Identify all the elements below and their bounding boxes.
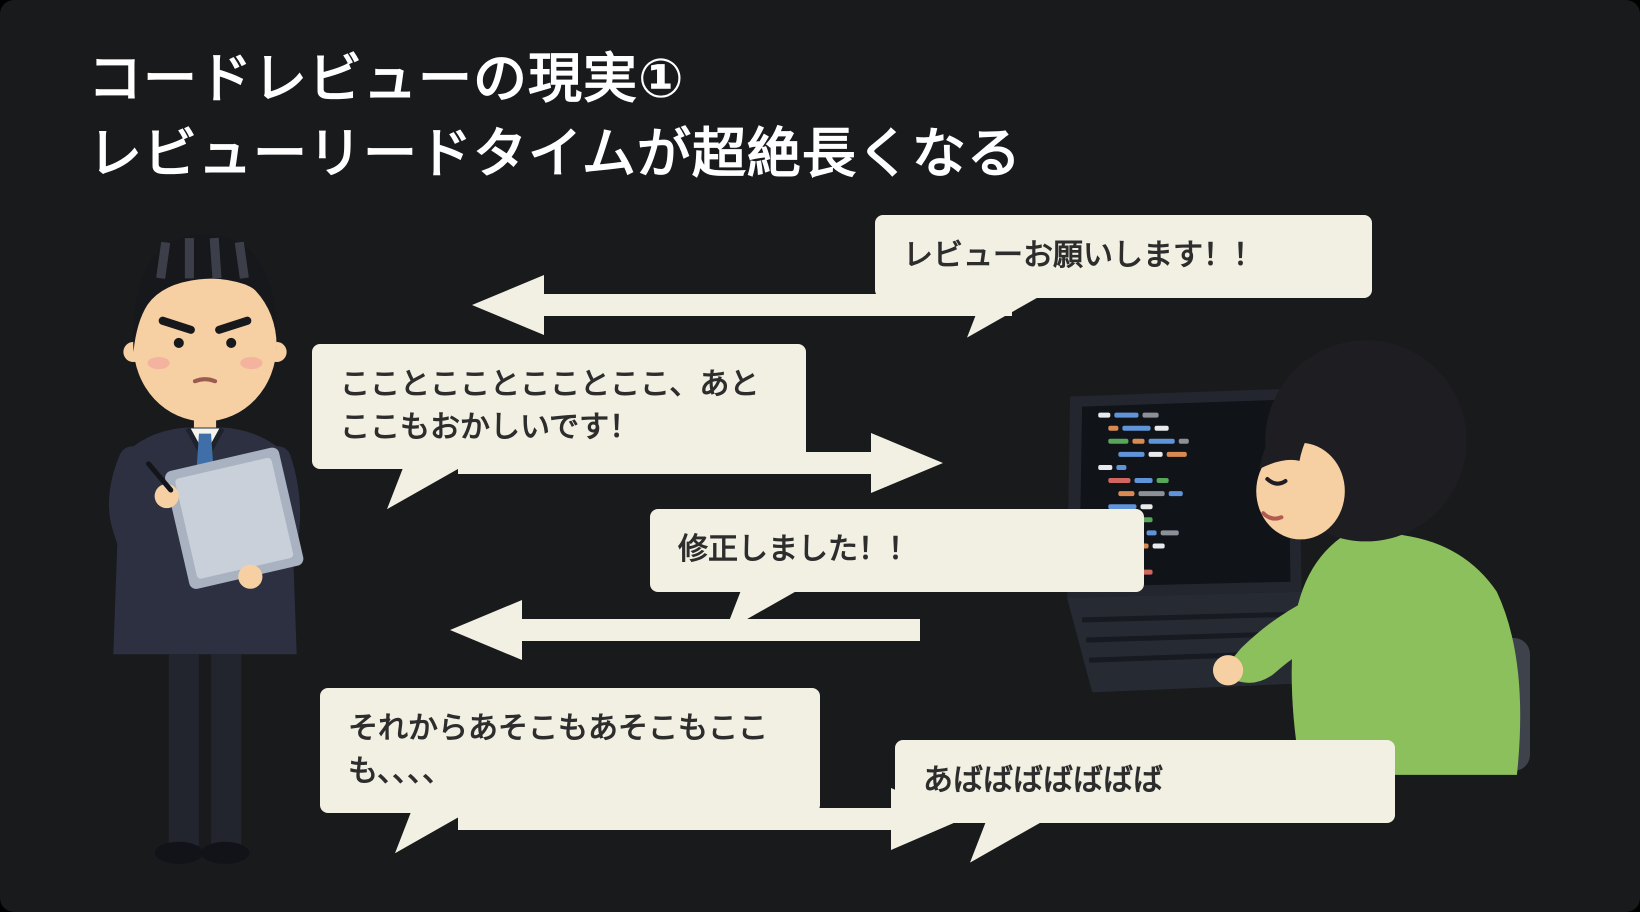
reviewer-hair-streak <box>234 241 249 279</box>
speech-bubble-tail <box>970 820 1044 863</box>
reviewer-illustration <box>108 234 304 864</box>
slide-title: コードレビューの現実① レビューリードタイムが超絶長くなる <box>88 47 1022 185</box>
reviewer-hair-streak <box>156 241 171 279</box>
reviewer-shoe-left <box>154 841 203 864</box>
arrow-left-review-request <box>472 275 1012 335</box>
speech-bubble-text: 修正しました！！ <box>678 532 918 567</box>
reviewer-eye-left <box>173 337 184 348</box>
speech-bubble-feedback-2: それからあそこもあそこもここ も、、、、 <box>320 688 820 854</box>
developer-mouth <box>1261 511 1284 521</box>
speech-bubble-text: あばばばばばばば <box>923 763 1163 798</box>
developer-face <box>1256 442 1345 540</box>
reviewer-eye-right <box>226 337 237 348</box>
speech-bubble-overwhelmed: あばばばばばばば <box>895 740 1395 863</box>
developer-illustration <box>1067 340 1530 775</box>
reviewer-blush-right <box>240 357 263 370</box>
reviewer-hair-streak <box>209 237 222 279</box>
speech-bubble-tail <box>387 467 461 510</box>
developer-eyebrow <box>1267 452 1292 461</box>
arrow-left-fix <box>450 600 920 660</box>
reviewer-eyebrow-right <box>215 316 252 334</box>
reviewer-clipboard <box>165 447 304 589</box>
reviewer-eyebrow-left <box>158 316 195 334</box>
reviewer-arm-right <box>108 446 179 546</box>
reviewer-shoe-right <box>200 841 250 864</box>
developer-hair-fringe <box>1259 406 1326 469</box>
reviewer-mouth <box>192 377 218 384</box>
speech-bubble-text: レビューお願いします！！ <box>903 238 1263 273</box>
reviewer-ear-left <box>123 341 144 363</box>
reviewer-hand-clipboard <box>238 564 263 589</box>
developer-hand <box>1212 655 1244 686</box>
reviewer-leg-right <box>211 654 242 846</box>
reviewer-leg-left <box>168 654 199 846</box>
speech-bubble-review-request: レビューお願いします！！ <box>875 215 1372 338</box>
speech-bubble-text: こことこことこことここ、あと ここもおかしいです！ <box>340 367 760 445</box>
developer-eye <box>1265 477 1288 486</box>
reviewer-hair-streak <box>184 238 194 279</box>
reviewer-pen <box>146 461 174 493</box>
developer-arm <box>1221 581 1356 683</box>
reviewer-face <box>133 268 277 422</box>
reviewer-ear-right <box>266 341 287 363</box>
speech-bubble-fixed: 修正しました！！ <box>650 509 1144 632</box>
developer-body <box>1291 529 1521 775</box>
speech-bubble-text: それからあそこもあそこもここ も、、、、 <box>348 711 768 789</box>
arrow-right-feedback-2 <box>458 788 963 850</box>
speech-bubble-feedback-1: こことこことこことここ、あと ここもおかしいです！ <box>312 344 806 510</box>
reviewer-blush-left <box>147 357 170 370</box>
